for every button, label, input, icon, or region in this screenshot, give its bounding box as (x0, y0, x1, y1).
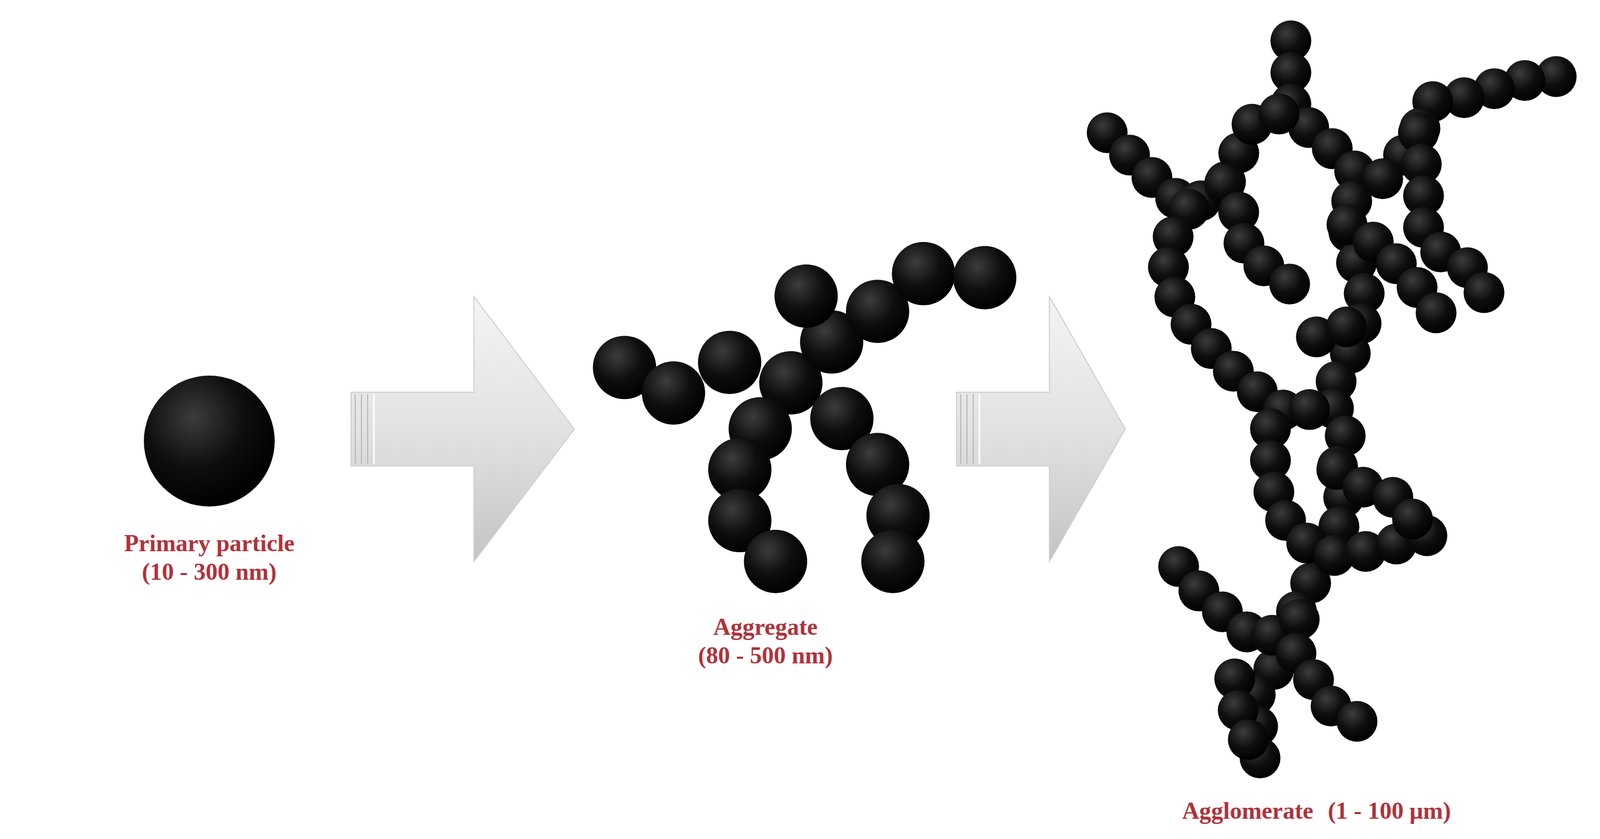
particle-sphere (1258, 93, 1300, 135)
size-range: (1 - 100 μm) (1327, 796, 1451, 825)
particle-sphere (1288, 388, 1330, 430)
caption-block: Primary particle(10 - 300 nm) (72, 528, 346, 586)
particle-sphere (743, 529, 808, 594)
arrow-stripe (354, 394, 356, 464)
arrow-highlight (978, 393, 981, 465)
particle-sphere (1269, 263, 1311, 305)
arrow-highlight (373, 393, 375, 465)
caption-block: Agglomerate (1 - 100 μm) (1130, 796, 1503, 825)
particle-sphere (1463, 272, 1505, 314)
arrow-stripe (367, 394, 369, 464)
particle-sphere (891, 241, 956, 306)
particle-group (143, 20, 1577, 778)
particle-sphere (861, 529, 925, 594)
arrow-stripe (360, 394, 362, 464)
particle-sphere (774, 264, 838, 328)
particle-sphere (1415, 292, 1457, 334)
primary-particle-node: Primary particle(10 - 300 nm) (72, 363, 346, 593)
particle-sphere (143, 375, 275, 507)
particle-name: Aggregate (579, 612, 952, 641)
arrow-stripe (966, 394, 968, 464)
size-range: (10 - 300 nm) (72, 557, 346, 586)
particle-sphere (952, 246, 1017, 310)
particle-sphere (1227, 718, 1269, 760)
particle-name: Agglomerate (1181, 796, 1314, 825)
arrow-body (956, 296, 1126, 562)
size-range: (80 - 500 nm) (579, 640, 952, 670)
particle-name: Primary particle (72, 528, 346, 558)
particle-sphere (1362, 158, 1404, 200)
particle-sphere (697, 330, 762, 395)
particle-sphere (1325, 306, 1367, 348)
particle-sphere (1392, 498, 1434, 540)
block-arrow (956, 296, 1126, 562)
agglomerate-node: Agglomerate (1 - 100 μm) (1130, 20, 1503, 831)
caption-block: Aggregate(80 - 500 nm) (579, 612, 952, 670)
arrow-stripe (972, 394, 974, 464)
particle-sphere (641, 361, 706, 425)
particle-sphere (1336, 700, 1378, 742)
arrow-stripe (960, 394, 962, 464)
aggregate-node: Aggregate(80 - 500 nm) (579, 239, 952, 687)
arrow-body (351, 296, 575, 562)
block-arrow (351, 296, 575, 562)
